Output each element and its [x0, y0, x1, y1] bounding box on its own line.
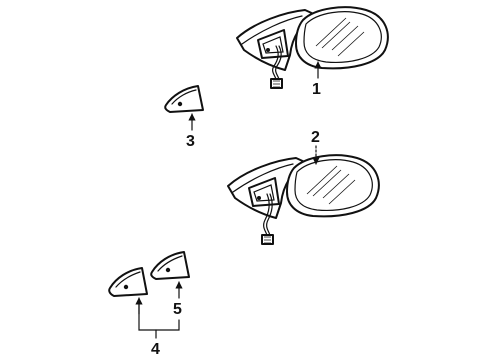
- mirror-assembly-1: [236, 6, 389, 89]
- callout-5: 5: [173, 301, 182, 318]
- mirror-cover-5: [150, 251, 190, 280]
- mirror-assembly-2: [227, 154, 380, 245]
- mirror-cover-3: [164, 85, 204, 113]
- callout-4: 4: [151, 341, 160, 358]
- callout-2: 2: [311, 129, 320, 146]
- callout-leaders: [135, 61, 322, 339]
- mirror-cover-4: [108, 267, 148, 297]
- leader-4-bracket: [138, 299, 180, 331]
- callout-3: 3: [186, 133, 195, 150]
- callout-1: 1: [312, 81, 321, 98]
